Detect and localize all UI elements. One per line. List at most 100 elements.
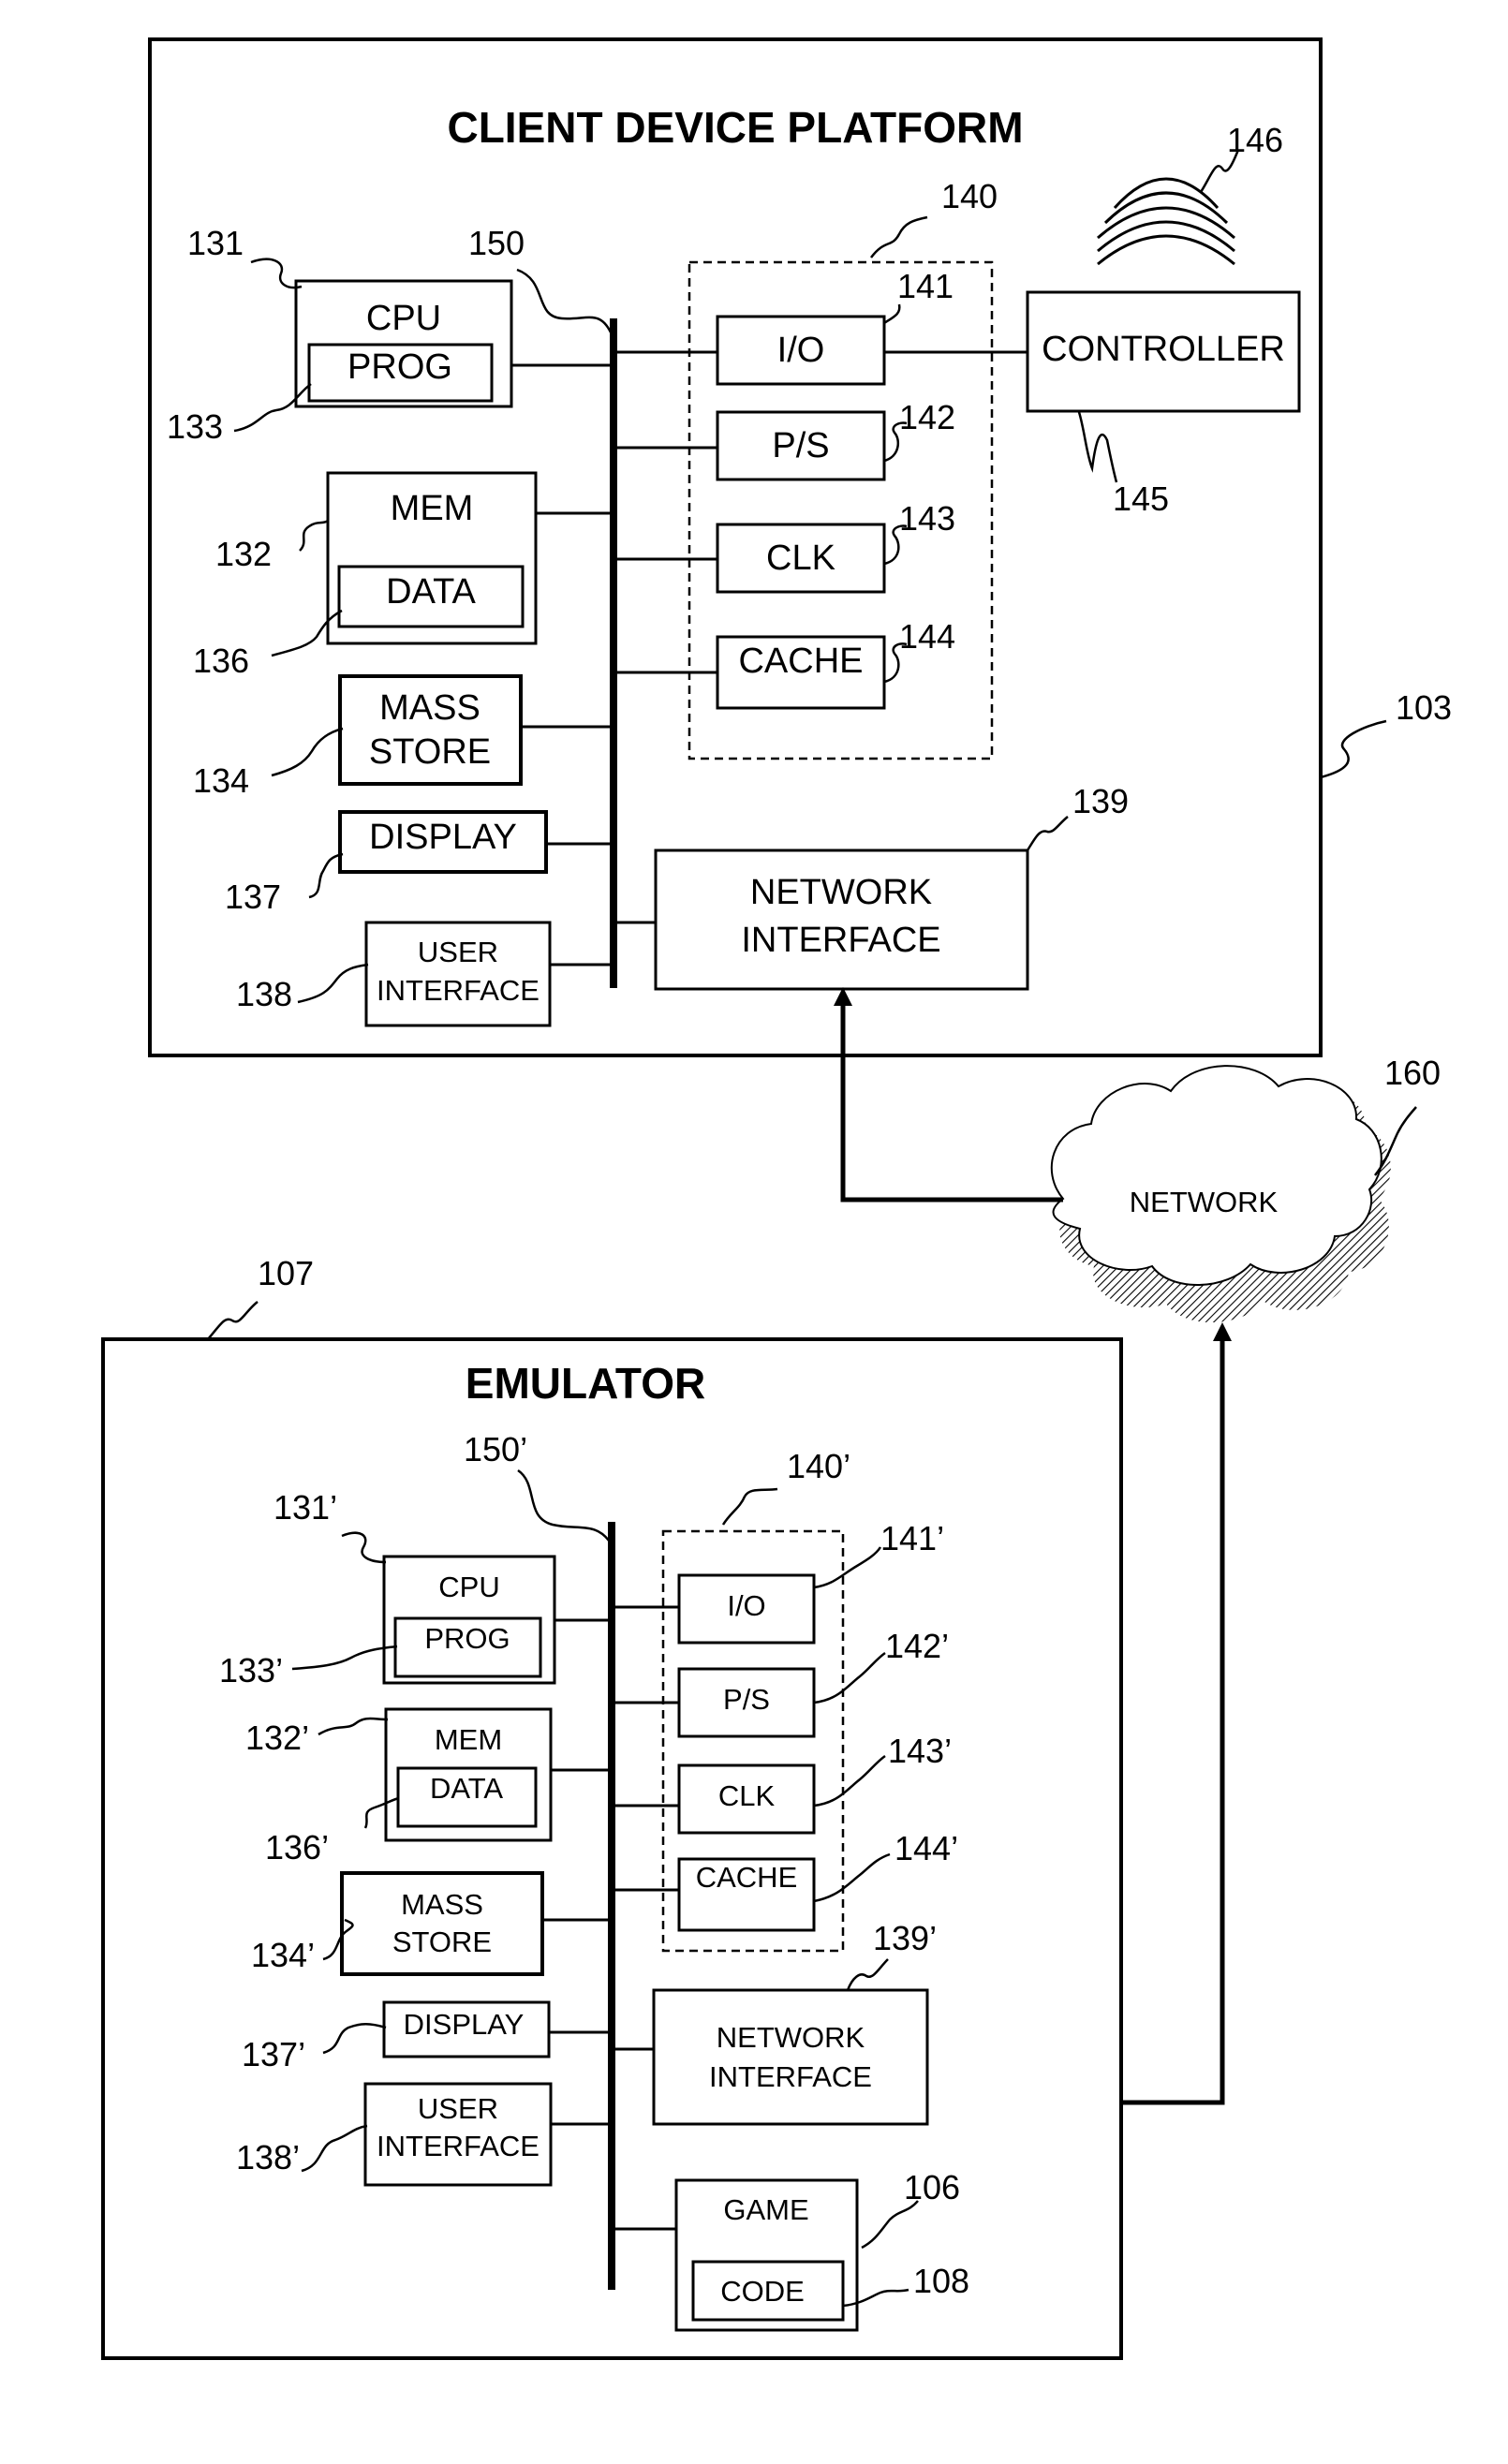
emulator-cache-leader: [814, 1854, 890, 1901]
emulator-cpu-ref: 131’: [274, 1488, 337, 1527]
client-clk-label: CLK: [766, 539, 835, 578]
emulator-io-ref: 141’: [880, 1519, 944, 1557]
client-netif-ref: 139: [1072, 782, 1129, 820]
client-bus-leader: [517, 270, 611, 332]
emulator-network-interface-box: [654, 1990, 927, 2124]
wireless-signal-icon: [1098, 179, 1234, 264]
emulator-mass-ref: 134’: [251, 1936, 315, 1974]
emulator-mass-store-line1: MASS: [401, 1888, 483, 1921]
client-display-leader: [309, 854, 343, 897]
emulator-ps-ref: 142’: [885, 1627, 949, 1665]
client-netif-leader: [1028, 817, 1068, 850]
emulator-game-leader: [862, 2201, 918, 2248]
emulator-io-leader: [814, 1547, 880, 1587]
network-ref: 160: [1384, 1054, 1441, 1092]
emulator-netif-ref: 139’: [873, 1919, 937, 1957]
emulator-support-leader: [723, 1489, 777, 1525]
emulator-title: EMULATOR: [466, 1359, 705, 1408]
emulator-data-label: DATA: [430, 1772, 503, 1805]
emulator-prog-ref: 133’: [219, 1651, 283, 1689]
client-clk-ref: 143: [899, 499, 955, 538]
client-cache-ref: 144: [899, 617, 955, 656]
emulator-code-label: CODE: [720, 2275, 805, 2308]
client-network-interface-box: [656, 850, 1028, 989]
emulator-display-ref: 137’: [242, 2035, 305, 2073]
emulator-ps-label: P/S: [723, 1683, 770, 1716]
client-io-ref: 141: [897, 267, 954, 305]
client-mass-leader: [272, 729, 343, 775]
client-platform-ref: 103: [1396, 688, 1452, 727]
emulator-user-interface-line2: INTERFACE: [377, 2130, 540, 2162]
emulator-clk-ref: 143’: [888, 1732, 952, 1770]
client-network-interface-line2: INTERFACE: [741, 921, 940, 960]
emulator-cache-ref: 144’: [894, 1829, 958, 1867]
client-mem-label: MEM: [391, 489, 474, 528]
client-ps-label: P/S: [772, 426, 829, 465]
emulator-bus-leader: [518, 1470, 609, 1541]
emulator-mem-leader: [318, 1719, 388, 1734]
client-ui-ref: 138: [236, 975, 292, 1013]
emulator-io-label: I/O: [727, 1589, 765, 1622]
network-label: NETWORK: [1130, 1186, 1279, 1218]
emulator-clk-label: CLK: [718, 1779, 776, 1812]
client-signal-ref: 146: [1227, 121, 1283, 159]
client-mass-store-line2: STORE: [369, 732, 491, 772]
client-controller-label: CONTROLLER: [1042, 330, 1285, 369]
client-bus-ref: 150: [468, 224, 525, 262]
emulator-clk-leader: [814, 1756, 885, 1806]
client-display-ref: 137: [225, 878, 281, 916]
client-platform-leader: [1321, 721, 1386, 777]
network-to-client-connection: [843, 996, 1063, 1200]
client-support-ref: 140: [941, 177, 998, 215]
client-user-interface-line2: INTERFACE: [377, 974, 540, 1007]
emulator-game-ref: 106: [904, 2168, 960, 2206]
emulator-game-label: GAME: [723, 2193, 808, 2226]
client-prog-ref: 133: [167, 407, 223, 446]
emulator-display-leader: [323, 2024, 386, 2053]
client-device-platform: CLIENT DEVICE PLATFORM 150 CPU PROG 131 …: [150, 39, 1452, 1055]
emulator-mem-label: MEM: [435, 1723, 502, 1756]
client-controller-ref: 145: [1113, 480, 1169, 518]
client-platform-title: CLIENT DEVICE PLATFORM: [447, 103, 1023, 152]
client-cpu-ref: 131: [187, 224, 244, 262]
client-mem-ref: 132: [215, 535, 272, 573]
client-mass-store-line1: MASS: [379, 688, 480, 728]
client-display-label: DISPLAY: [369, 818, 517, 857]
client-ui-leader: [298, 965, 368, 1002]
client-ps-ref: 142: [899, 398, 955, 436]
emulator-bus-ref: 150’: [464, 1430, 527, 1468]
emulator-user-interface-line1: USER: [418, 2092, 498, 2125]
client-data-ref: 136: [193, 642, 249, 680]
emulator-cpu-leader: [342, 1533, 386, 1562]
emulator-ref: 107: [258, 1254, 314, 1292]
client-cache-label: CACHE: [738, 642, 863, 681]
emulator-mass-store-line2: STORE: [392, 1925, 492, 1958]
client-network-interface-line1: NETWORK: [750, 873, 932, 912]
emulator-leader: [208, 1302, 258, 1339]
client-prog-label: PROG: [347, 347, 452, 387]
emulator-prog-label: PROG: [424, 1622, 510, 1655]
emulator-mem-ref: 132’: [245, 1719, 309, 1757]
emulator-data-ref: 136’: [265, 1828, 329, 1866]
client-support-leader: [871, 217, 927, 258]
client-user-interface-line1: USER: [418, 936, 498, 968]
wireless-arc-1: [1098, 236, 1234, 264]
emulator-netif-leader: [848, 1959, 888, 1990]
client-mass-ref: 134: [193, 761, 249, 800]
client-data-label: DATA: [386, 572, 476, 612]
client-cpu-label: CPU: [366, 299, 441, 338]
emulator-to-network-connection: [1121, 1332, 1222, 2103]
emulator-support-ref: 140’: [787, 1447, 850, 1485]
emulator-ui-ref: 138’: [236, 2138, 300, 2176]
client-controller-leader: [1079, 412, 1116, 482]
emulator-cache-label: CACHE: [696, 1861, 798, 1894]
emulator-network-interface-line1: NETWORK: [717, 2021, 865, 2054]
emulator-code-ref: 108: [913, 2262, 969, 2300]
client-mem-leader: [300, 521, 328, 551]
emulator-display-label: DISPLAY: [404, 2008, 525, 2041]
emulator: EMULATOR 107 150’ CPU PROG 131’ 133’ MEM…: [103, 1254, 1121, 2358]
client-cpu-leader: [251, 259, 302, 288]
emulator-prog-leader: [292, 1646, 397, 1669]
